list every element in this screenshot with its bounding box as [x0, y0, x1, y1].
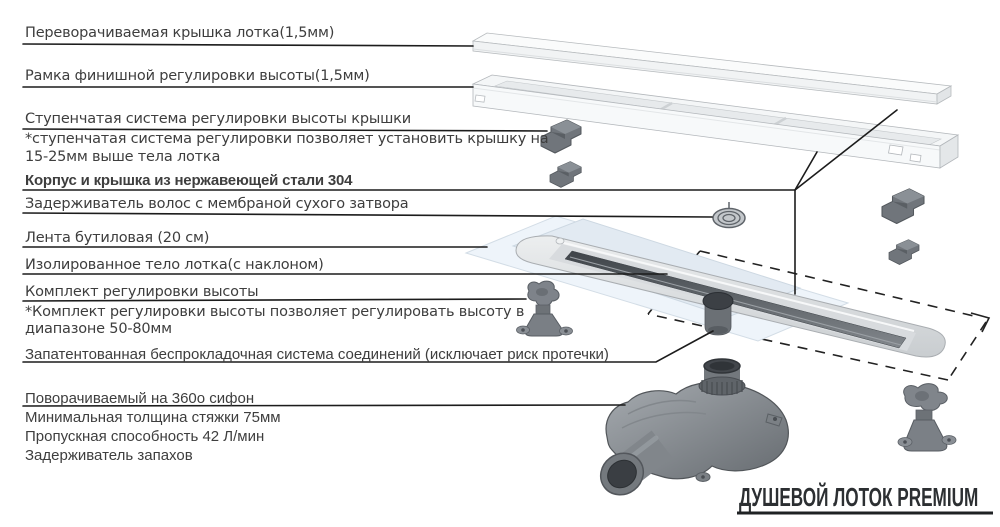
callout-stainless-steel: Корпус и крышка из нержавеющей стали 304 [25, 172, 353, 189]
callout-cover: Переворачиваемая крышка лотка(1,5мм) [25, 25, 335, 41]
height-adjustment-foot [897, 383, 957, 452]
callout-height-kit-note: диапазоне 50-80мм [25, 321, 172, 337]
callout-screed-thickness: Минимальная толщина стяжки 75мм [25, 409, 281, 426]
callout-frame: Рамка финишной регулировки высоты(1,5мм) [25, 68, 370, 84]
finishing-frame-part [471, 74, 960, 169]
callout-gasketless-system: Запатентованная беспрокладочная система … [25, 346, 609, 363]
hair-catcher-icon [712, 202, 746, 229]
callout-step-system: Ступенчатая система регулировки высоты к… [25, 111, 411, 127]
rotatable-siphon [599, 358, 789, 496]
callout-step-system-note: 15-25мм выше тела лотка [25, 149, 221, 165]
mounting-clip-icon [549, 161, 582, 188]
height-adjustment-foot [516, 280, 573, 337]
drain-channel-body [515, 235, 946, 358]
callout-butyl-tape: Лента бутиловая (20 см) [25, 230, 210, 246]
callout-insulated-body: Изолированное тело лотка(с наклоном) [25, 257, 324, 273]
product-title: ДУШЕВОЙ ЛОТОК PREMIUM [739, 482, 979, 512]
mounting-clip-icon [881, 188, 925, 225]
callout-height-kit: Комплект регулировки высоты [25, 284, 259, 300]
channel-outlet-spigot [702, 292, 734, 336]
leader-lines [22, 43, 898, 407]
callout-odor-trap: Задерживатель запахов [25, 447, 193, 464]
cover-strip-part [471, 32, 953, 105]
mounting-clip-icon [888, 239, 920, 265]
callout-siphon: Поворачиваемый на 360о сифон [25, 390, 255, 407]
callout-height-kit-note: *Комплект регулировки высоты позволяет р… [25, 304, 525, 320]
callout-step-system-note: *ступенчатая система регулировки позволя… [25, 131, 549, 147]
callout-hair-catcher: Задерживатель волос с мембраной сухого з… [25, 196, 409, 212]
recess-corner-mark [970, 312, 991, 333]
callout-flow-rate: Пропускная способность 42 Л/мин [25, 428, 265, 445]
